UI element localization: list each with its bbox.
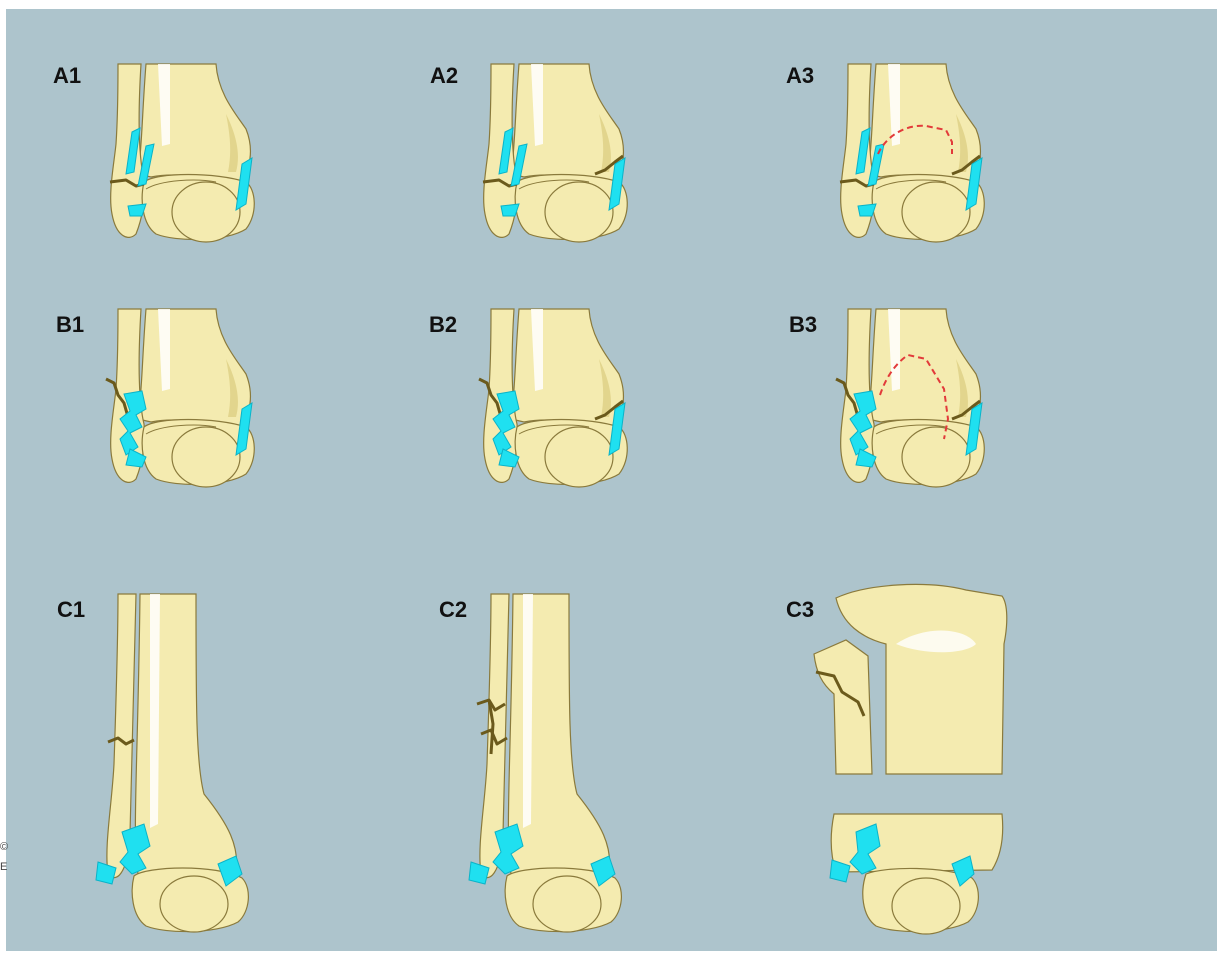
panel-label-a2: A2: [430, 63, 458, 89]
panel-label-c3: C3: [786, 597, 814, 623]
calcaneus-bone: [902, 427, 970, 487]
panel-label-c2: C2: [439, 597, 467, 623]
calcaneus-bone: [902, 182, 970, 242]
calcaneus-bone: [545, 182, 613, 242]
calcaneus-bone: [172, 182, 240, 242]
calcaneus-bone: [533, 876, 601, 932]
calcaneus-bone: [892, 878, 960, 934]
panel-label-a3: A3: [786, 63, 814, 89]
fracture-classification-figure: [6, 9, 1217, 951]
calcaneus-bone: [160, 876, 228, 932]
panel-label-b2: B2: [429, 312, 457, 338]
calcaneus-bone: [545, 427, 613, 487]
panel-label-a1: A1: [53, 63, 81, 89]
diagram-canvas: A1 A2 A3 B1 B2 B3 C1 C2 C3 © E: [6, 9, 1217, 951]
edge-letter-mark: E: [0, 861, 7, 873]
edge-copyright-mark: ©: [0, 841, 8, 853]
panel-label-c1: C1: [57, 597, 85, 623]
calcaneus-bone: [172, 427, 240, 487]
panel-label-b1: B1: [56, 312, 84, 338]
panel-label-b3: B3: [789, 312, 817, 338]
